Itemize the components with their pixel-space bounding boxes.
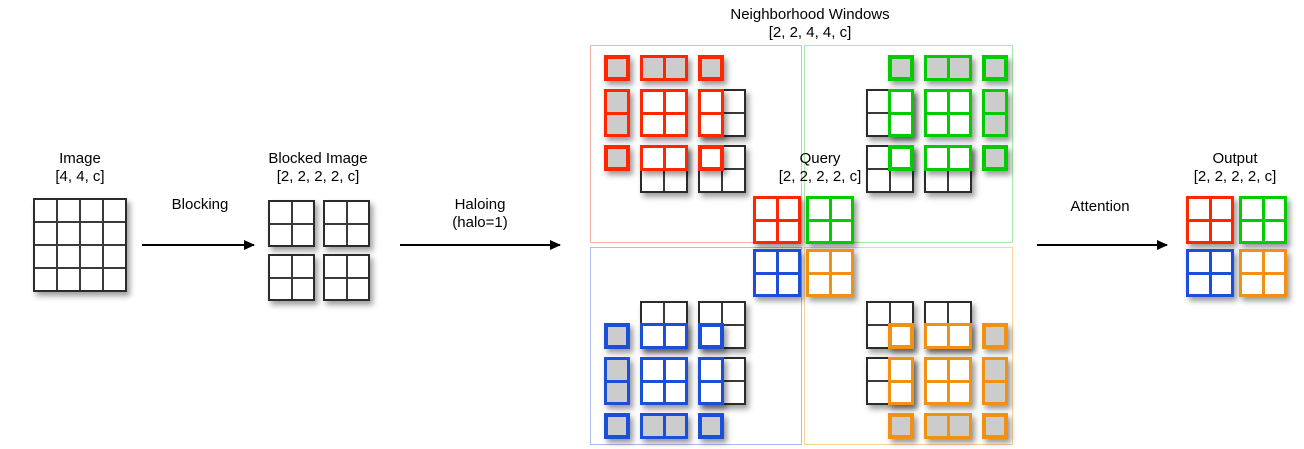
- output-block-blue: [1186, 249, 1234, 297]
- quadrant-frame-bottom-left: [590, 247, 802, 445]
- halo-overlap-cell: [888, 145, 914, 171]
- halo-center-block: [640, 357, 688, 405]
- halo-pad-block: [982, 89, 1008, 137]
- halo-pad-cell: [888, 55, 914, 81]
- halo-overlap-block: [888, 357, 914, 405]
- query-label-shape: [2, 2, 2, 2, c]: [778, 168, 862, 185]
- halo-overlap-cell: [888, 323, 914, 349]
- halo-center-block: [924, 357, 972, 405]
- attention-arrow: [1037, 244, 1167, 246]
- output-block-red: [1186, 196, 1234, 244]
- halo-pad-block: [924, 413, 972, 439]
- blocked-image-label: Blocked Image [2, 2, 2, 2, c]: [238, 150, 398, 186]
- output-label-name: Output: [1212, 150, 1258, 167]
- image-label-name: Image: [59, 150, 101, 167]
- blocked-image-label-name: Blocked Image: [268, 150, 368, 167]
- halo-overlap-block: [698, 89, 724, 137]
- halo-pad-cell: [698, 55, 724, 81]
- halo-overlap-block: [888, 89, 914, 137]
- output-label: Output [2, 2, 2, 2, c]: [1170, 150, 1300, 186]
- query-block-green: [806, 196, 854, 244]
- blocked-image-label-shape: [2, 2, 2, 2, c]: [276, 168, 360, 185]
- haloing-label-line1: Haloing: [454, 196, 506, 213]
- halo-overlap-block: [924, 323, 972, 349]
- halo-overlap-block: [698, 357, 724, 405]
- haloing-arrow-label: Haloing (halo=1): [415, 196, 545, 232]
- attention-label-text: Attention: [1070, 198, 1130, 215]
- blocked-image-block-tl: [268, 200, 315, 247]
- halo-overlap-block: [640, 145, 688, 171]
- halo-pad-block: [604, 357, 630, 405]
- halo-pad-cell: [888, 413, 914, 439]
- halo-center-block: [640, 89, 688, 137]
- halo-pad-cell: [982, 413, 1008, 439]
- halo-overlap-block: [924, 145, 972, 171]
- quadrant-frame-top-right: [804, 45, 1013, 243]
- quadrant-frame-top-left: [590, 45, 802, 243]
- output-block-green: [1239, 196, 1287, 244]
- halo-pad-block: [640, 413, 688, 439]
- halo-pad-block: [982, 357, 1008, 405]
- neighborhood-windows-label-shape: [2, 2, 4, 4, c]: [768, 24, 852, 41]
- halo-overlap-cell: [698, 323, 724, 349]
- blocking-label-text: Blocking: [171, 196, 229, 213]
- image-label-shape: [4, 4, c]: [55, 168, 105, 185]
- halo-pad-block: [604, 89, 630, 137]
- halo-pad-cell: [604, 55, 630, 81]
- haloing-arrow: [400, 244, 560, 246]
- halo-pad-block: [924, 55, 972, 81]
- halo-pad-block: [640, 55, 688, 81]
- halo-overlap-cell: [698, 145, 724, 171]
- attention-arrow-label: Attention: [1040, 198, 1160, 216]
- query-block-orange: [806, 249, 854, 297]
- halo-overlap-block: [640, 323, 688, 349]
- output-block-orange: [1239, 249, 1287, 297]
- image-label: Image [4, 4, c]: [10, 150, 150, 186]
- halo-pad-cell: [604, 323, 630, 349]
- halo-pad-cell: [698, 413, 724, 439]
- blocked-image-block-bl: [268, 254, 315, 301]
- halo-pad-cell: [982, 323, 1008, 349]
- output-label-shape: [2, 2, 2, 2, c]: [1193, 168, 1277, 185]
- neighborhood-windows-label: Neighborhood Windows [2, 2, 4, 4, c]: [700, 6, 920, 42]
- blocking-arrow-label: Blocking: [140, 196, 260, 214]
- halo-pad-cell: [604, 413, 630, 439]
- halo-pad-cell: [982, 145, 1008, 171]
- halo-pad-cell: [604, 145, 630, 171]
- blocked-image-block-br: [323, 254, 370, 301]
- neighborhood-windows-label-name: Neighborhood Windows: [730, 6, 890, 23]
- quadrant-frame-bottom-right: [804, 247, 1013, 445]
- blocking-arrow: [142, 244, 254, 246]
- image-grid: [33, 198, 127, 292]
- blocked-image-block-tr: [323, 200, 370, 247]
- halo-center-block: [924, 89, 972, 137]
- query-label-name: Query: [799, 150, 841, 167]
- query-block-red: [753, 196, 801, 244]
- halo-pad-cell: [982, 55, 1008, 81]
- query-label: Query [2, 2, 2, 2, c]: [750, 150, 890, 186]
- haloing-label-line2: (halo=1): [452, 214, 508, 231]
- query-block-blue: [753, 249, 801, 297]
